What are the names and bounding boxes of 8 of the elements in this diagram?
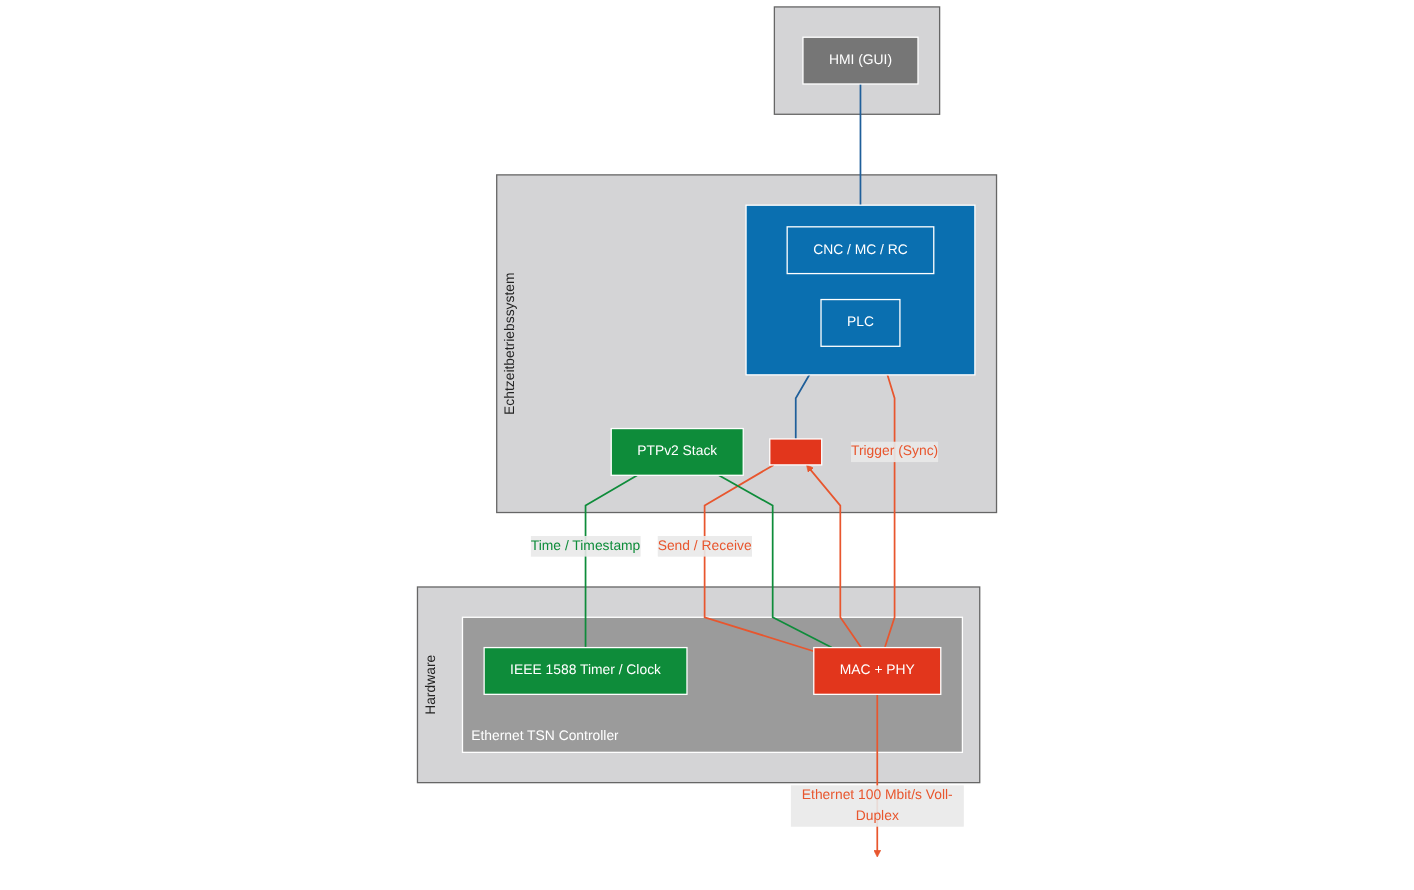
connector	[717, 474, 833, 649]
connector	[703, 464, 815, 653]
arrow	[806, 464, 863, 649]
connector	[859, 83, 862, 207]
cluster	[745, 204, 976, 376]
connector	[584, 474, 639, 649]
node-box	[769, 438, 823, 466]
cluster	[773, 6, 941, 115]
